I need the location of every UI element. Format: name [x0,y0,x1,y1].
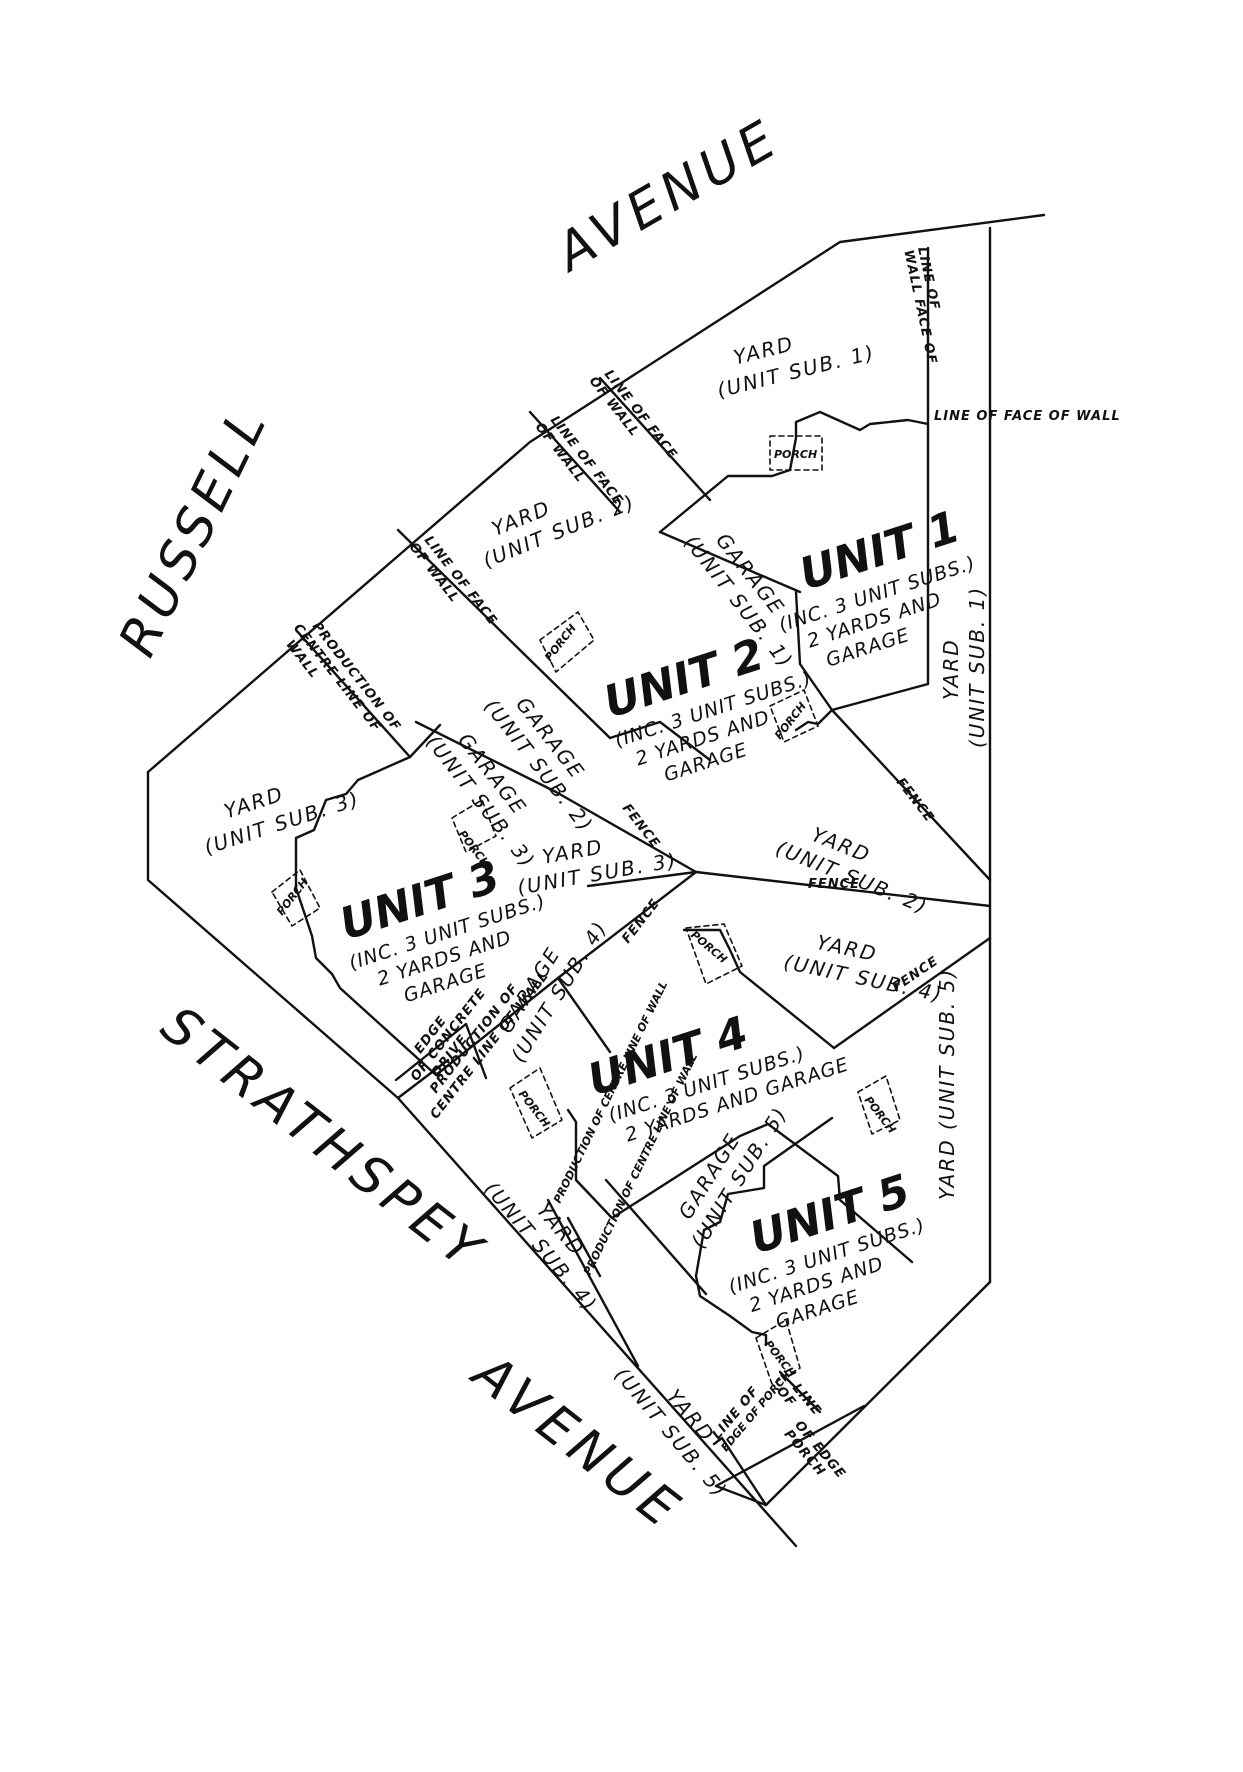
line-wall-face-vertical: LINE OF WALL FACE OF [900,246,942,366]
porch-label-unit-3b: PORCH [274,876,311,918]
yard-unit-sub-3-left: YARD (UNIT SUB. 3) [201,781,363,859]
yard-unit-sub-1-top: YARD (UNIT SUB. 1) [714,331,877,402]
yard-unit-sub-2-right: YARD (UNIT SUB. 2) [773,822,932,919]
line-face-wall-long: LINE OF FACE OF WALL [934,409,1121,424]
yard-sub-label: (UNIT SUB. 1) [965,586,989,748]
production-centre-line-wall: PRODUCTION OF CENTRE LINE OF WALL [282,619,404,735]
line-face-wall-1: LINE OF FACE OF WALL [586,367,680,462]
street-avenue-top: AVENUE [544,108,791,285]
line-face-wall-3: LINE OF FACE OF WALL [406,533,500,628]
yard-unit-sub-1-right: YARD (UNIT SUB. 1) [939,586,989,748]
yard-unit-sub-2-top: YARD (UNIT SUB. 2) [479,489,638,572]
porch-label-unit-4b: PORCH [516,1088,553,1130]
yard-label: YARD [939,638,963,700]
svg-text:PRODUCTION OF: PRODUCTION OF [309,619,404,734]
porch-label-unit-2b: PORCH [772,700,809,742]
fence-label-3: FENCE [808,877,860,892]
porch-label-unit-2: PORCH [542,622,579,664]
line-of-edge-of-porch-left: LINE OF EDGE OF PORCH [710,1368,794,1454]
street-avenue-bottom: AVENUE [460,1341,694,1542]
svg-text:CENTRE LINE OF: CENTRE LINE OF [290,621,384,735]
street-russell: RUSSELL [108,396,281,666]
unit-5-label: UNIT 5 (INC. 3 UNIT SUBS.) 2 YARDS AND G… [726,1165,928,1334]
porches [271,435,901,1385]
yard-label: YARD (UNIT SUB. 5) [935,968,959,1200]
fence-label-4: FENCE [619,896,663,946]
fence-label-1: FENCE [893,775,937,825]
fence-label-2: FENCE [619,801,663,851]
yard-unit-sub-5-right: YARD (UNIT SUB. 5) [935,968,959,1200]
site-boundary [146,213,1046,1548]
lot-lines [294,246,992,1507]
porch-label-unit-1: PORCH [774,448,817,461]
